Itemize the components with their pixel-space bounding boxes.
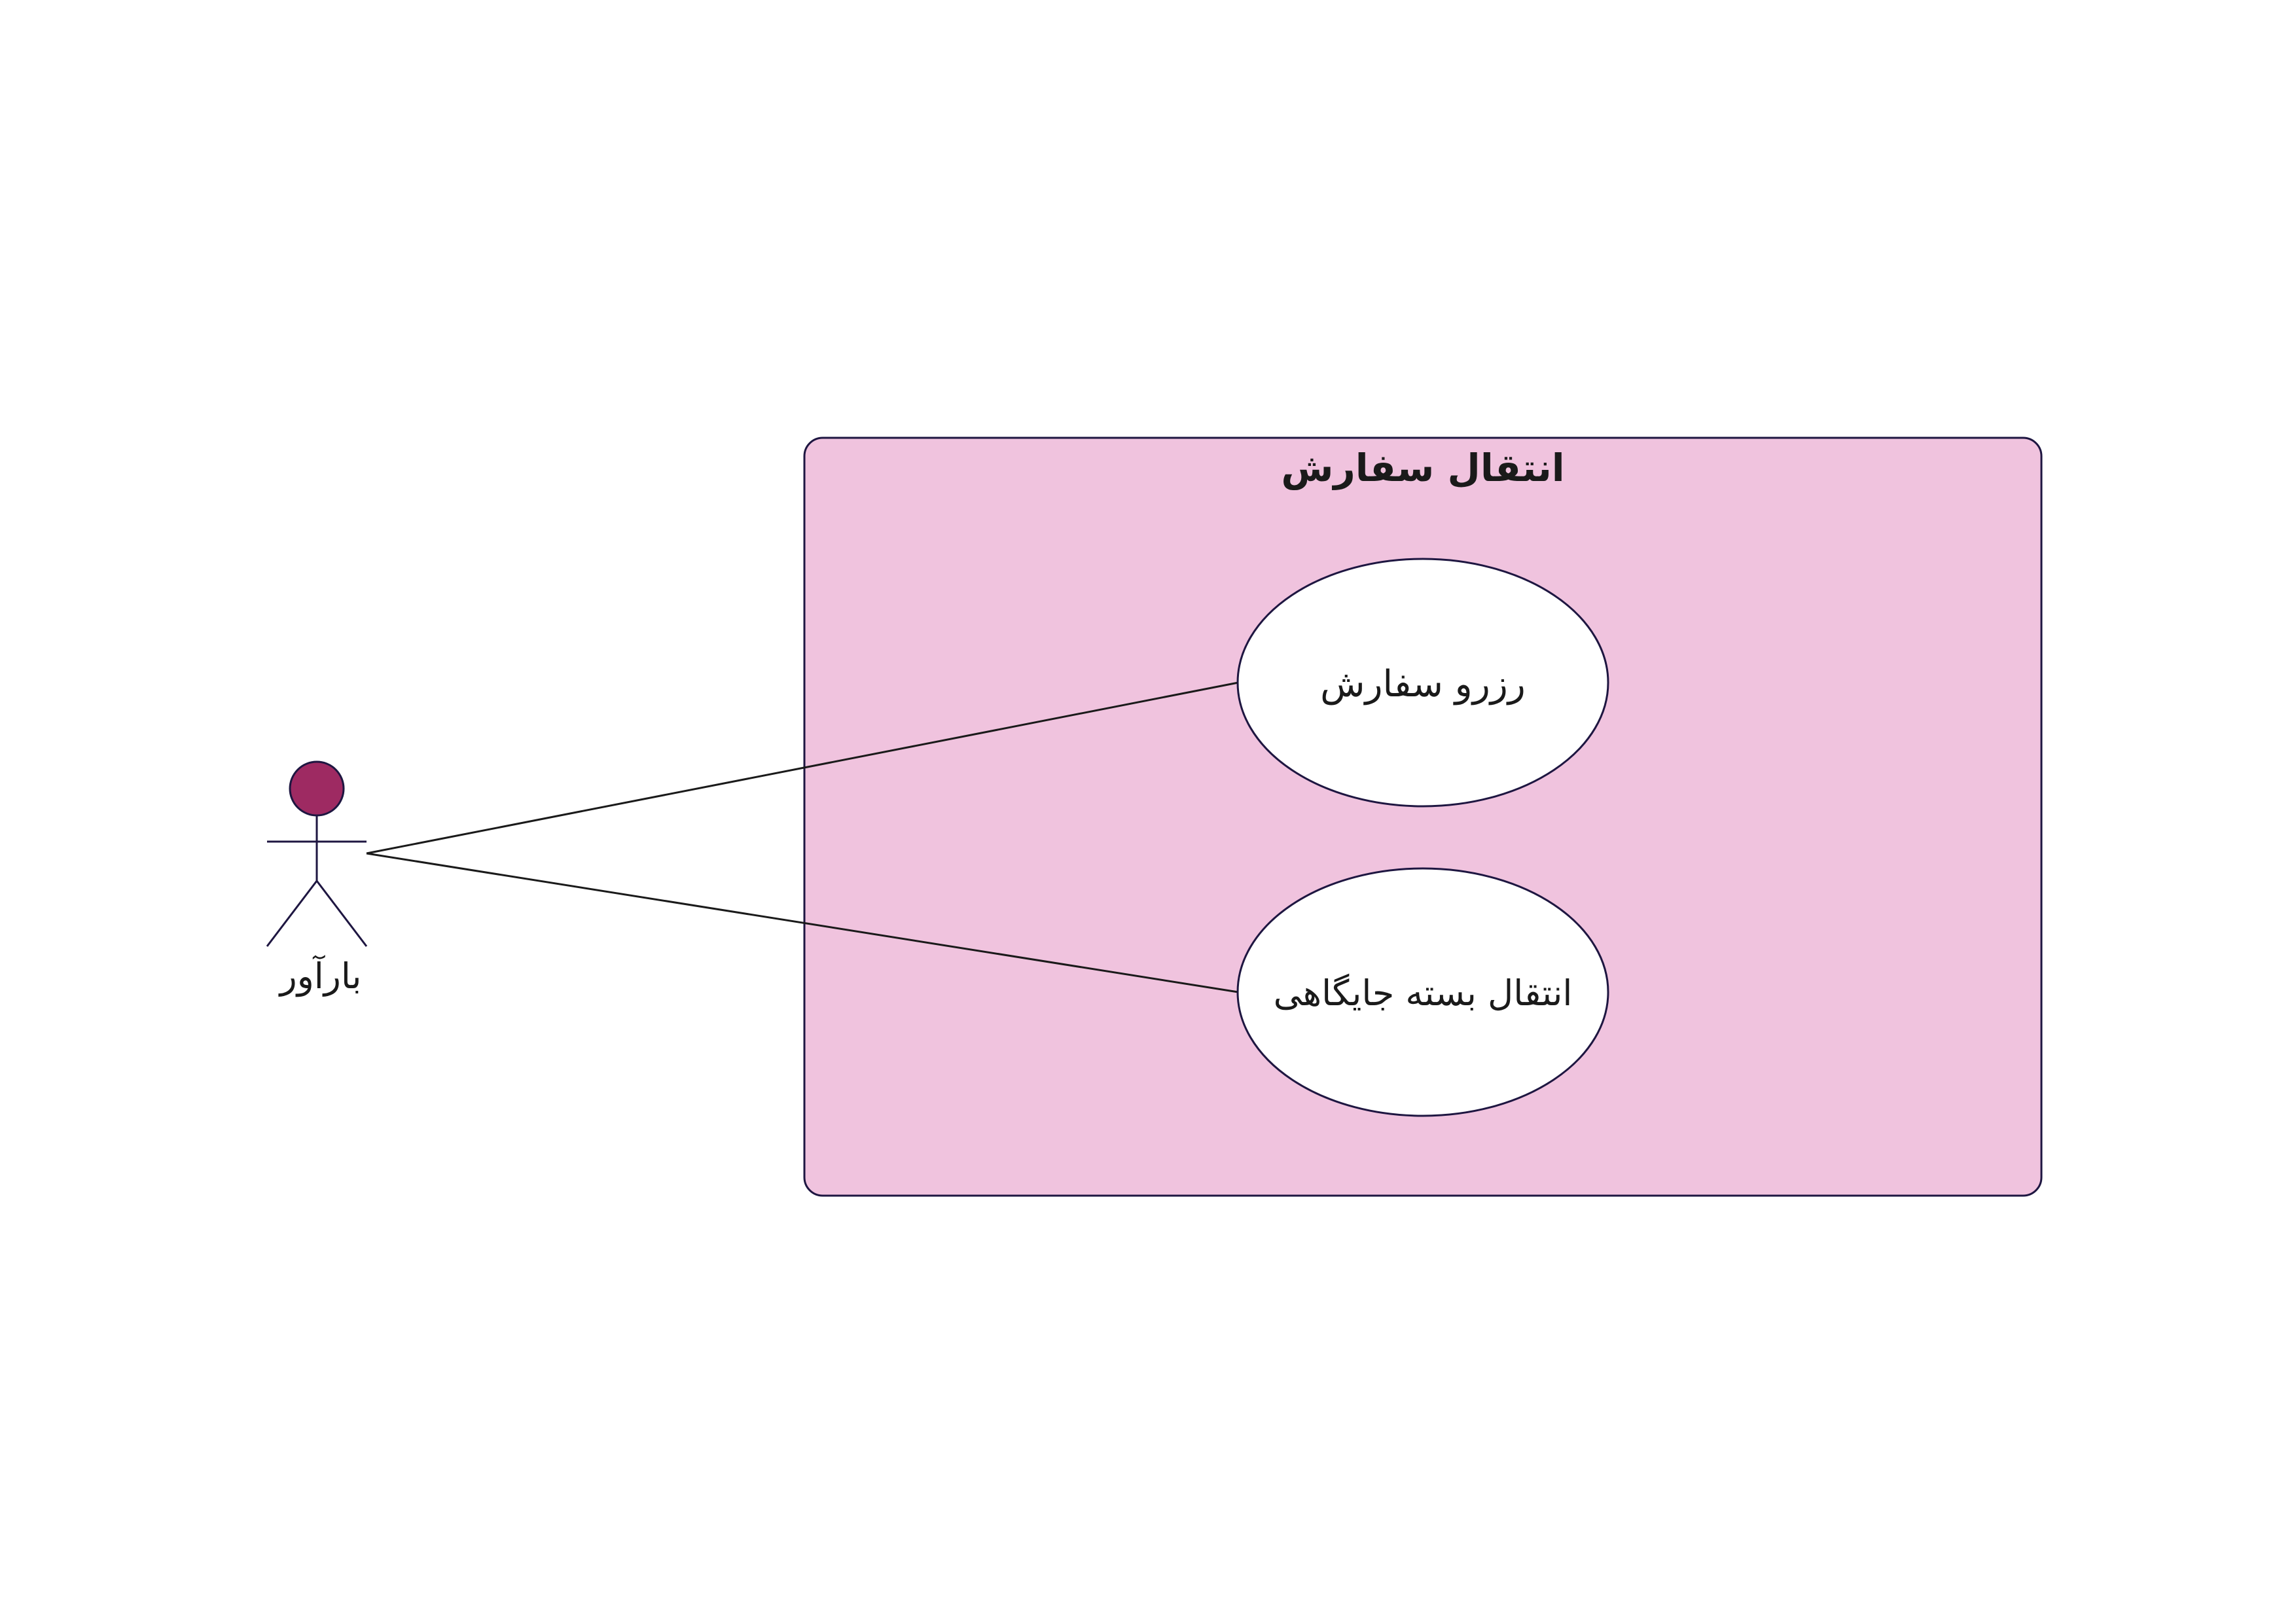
system-title: انتقال سفارش	[1281, 446, 1564, 490]
use-case-label: رزرو سفارش	[1320, 663, 1526, 705]
system-boundary-box[interactable]	[803, 437, 2043, 1197]
use-case-ellipse[interactable]	[1236, 867, 1609, 1117]
actor[interactable]: بارآور	[266, 760, 368, 997]
actor-head	[289, 760, 345, 817]
system-boundary: انتقال سفارش	[803, 437, 2043, 1197]
use-case-ellipse[interactable]	[1236, 558, 1609, 808]
actor-right-leg	[315, 880, 368, 947]
actor-label: بارآور	[278, 955, 362, 997]
use-case-reserve-order[interactable]: رزرو سفارش	[1236, 558, 1609, 808]
associations	[366, 681, 1239, 993]
use-case-label: انتقال بسته جایگاهی	[1274, 972, 1573, 1014]
association-line-reserve[interactable]	[366, 681, 1239, 855]
use-case-transfer-package[interactable]: انتقال بسته جایگاهی	[1236, 867, 1609, 1117]
actor-left-leg	[266, 880, 318, 947]
association-line-transfer[interactable]	[366, 852, 1239, 993]
